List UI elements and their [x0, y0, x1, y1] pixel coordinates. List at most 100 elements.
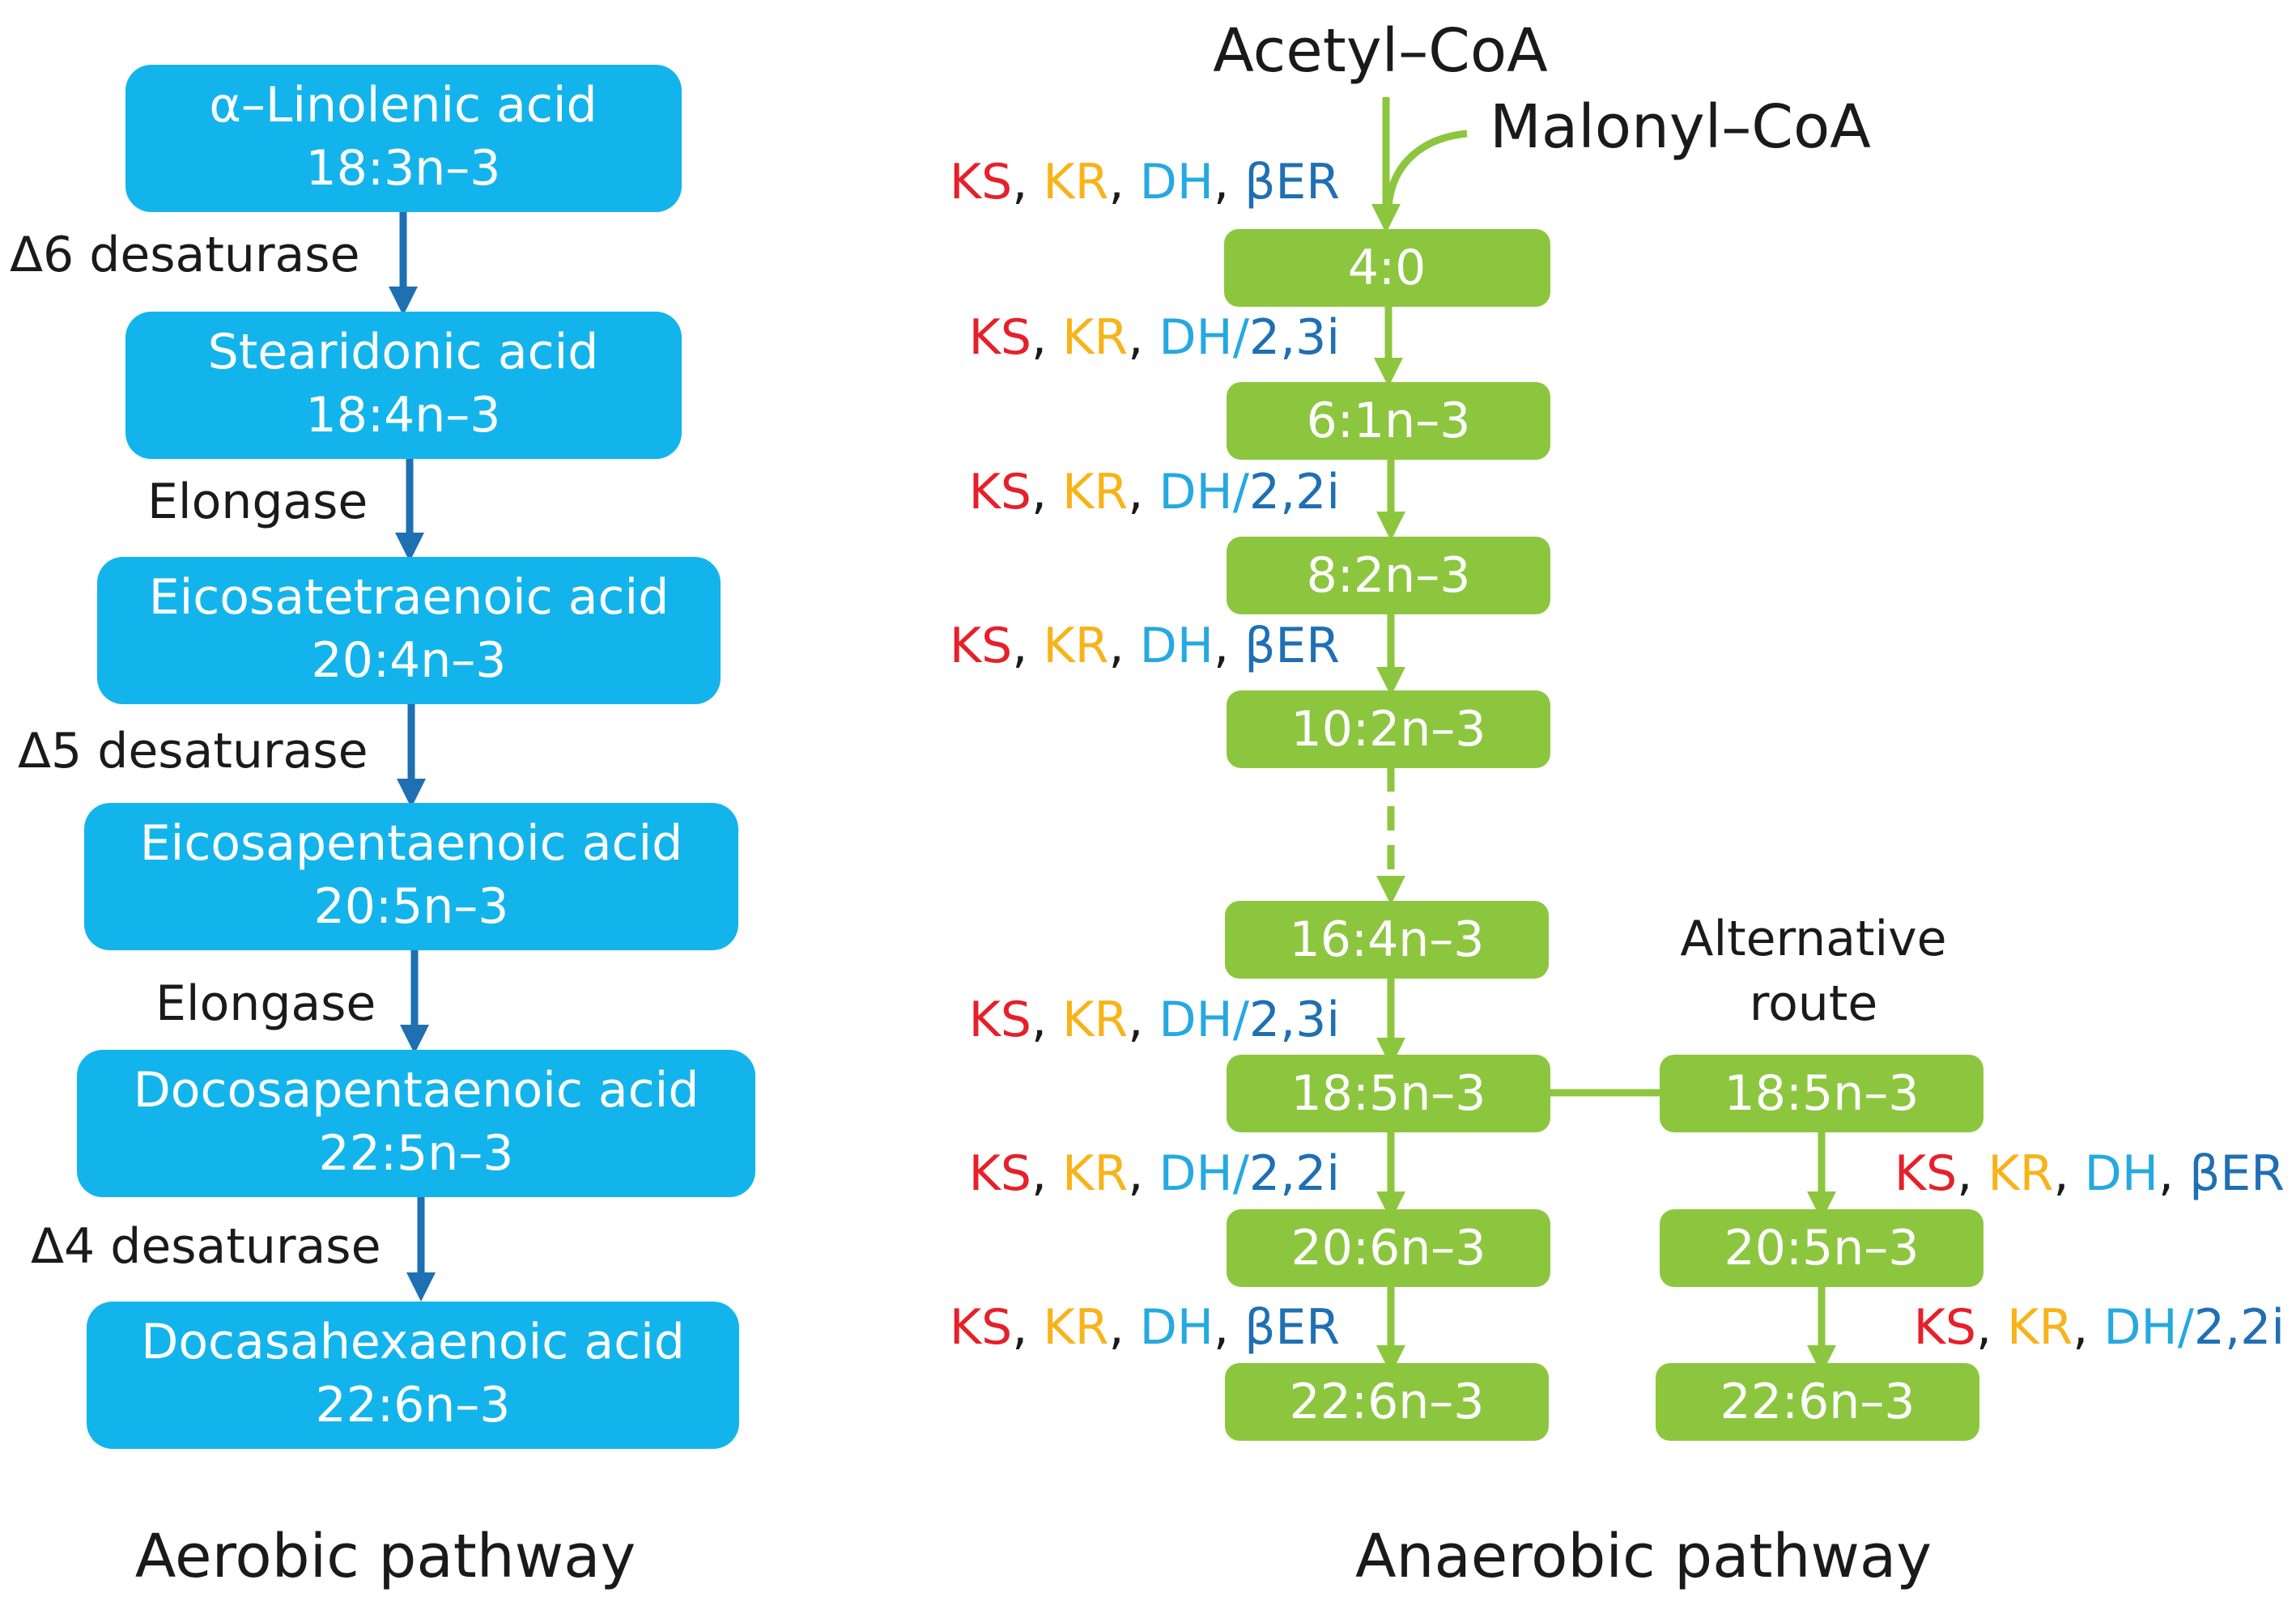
alt-enzyme-label-1: KS, KR, DH, βER	[1894, 1145, 2285, 1202]
enzyme-sep: ,	[1128, 309, 1159, 366]
enzyme-ks: KS	[950, 618, 1012, 674]
aerobic-box-3-name: Eicosatetraenoic acid	[149, 569, 670, 626]
aerobic-box-5: Docosapentaenoic acid 22:5n–3	[77, 1050, 755, 1197]
anaerobic-start-label: Acetyl–CoA	[1213, 16, 1548, 86]
enzyme-kr: KR	[1062, 309, 1128, 366]
alt-enzyme-label-2: KS, KR, DH/2,2i	[1914, 1299, 2285, 1356]
aerobic-box-3-code: 20:4n–3	[312, 632, 507, 689]
aerobic-title: Aerobic pathway	[135, 1522, 636, 1591]
aerobic-box-3: Eicosatetraenoic acid 20:4n–3	[97, 557, 721, 704]
enzyme-ks: KS	[950, 154, 1012, 210]
anaerobic-box-4-label: 10:2n–3	[1291, 701, 1486, 758]
anaerobic-box-3-label: 8:2n–3	[1307, 547, 1471, 604]
enzyme-slash: /	[1233, 309, 1250, 366]
aerobic-box-1-code: 18:3n–3	[306, 140, 501, 197]
enzyme-sep: ,	[2053, 1145, 2084, 1202]
enzyme-kr: KR	[1062, 1145, 1128, 1202]
anaerobic-box-4: 10:2n–3	[1227, 690, 1550, 768]
aerobic-box-6-code: 22:6n–3	[316, 1377, 511, 1433]
enzyme-sep: ,	[1108, 154, 1139, 210]
enzyme-kr: KR	[2007, 1299, 2073, 1356]
enzyme-slash: /	[1233, 992, 1250, 1048]
anaerobic-box-2: 6:1n–3	[1227, 382, 1550, 460]
anaerobic-box-3: 8:2n–3	[1227, 537, 1550, 614]
aerobic-pathway: α–Linolenic acid 18:3n–3 Stearidonic aci…	[10, 65, 755, 1591]
anaerobic-box-8-label: 22:6n–3	[1290, 1374, 1485, 1430]
enzyme-ks: KS	[1894, 1145, 1957, 1202]
aerobic-step-2: Elongase	[147, 474, 368, 530]
enzyme-slash: /	[1233, 1145, 1250, 1202]
enzyme-sep: ,	[1108, 618, 1139, 674]
aerobic-box-4: Eicosapentaenoic acid 20:5n–3	[84, 803, 738, 950]
enzyme-label-4: KS, KR, DH, βER	[950, 618, 1340, 674]
anaerobic-box-1: 4:0	[1224, 229, 1550, 307]
enzyme-sep: ,	[1012, 618, 1043, 674]
aerobic-box-6: Docasahexaenoic acid 22:6n–3	[87, 1302, 739, 1449]
aerobic-box-2-code: 18:4n–3	[306, 387, 501, 444]
anaerobic-box-1-label: 4:0	[1348, 240, 1426, 296]
enzyme-dh: DH	[2085, 1145, 2158, 1202]
enzyme-sep: ,	[1012, 1299, 1043, 1356]
enzyme-label-2: KS, KR, DH/2,3i	[969, 309, 1340, 366]
aerobic-box-1: α–Linolenic acid 18:3n–3	[125, 65, 682, 212]
enzyme-ks: KS	[950, 1299, 1012, 1356]
aerobic-box-2-name: Stearidonic acid	[208, 324, 599, 380]
anaerobic-box-7-label: 20:6n–3	[1291, 1220, 1486, 1276]
anaerobic-box-5-label: 16:4n–3	[1290, 911, 1485, 968]
aerobic-step-1: Δ6 desaturase	[10, 227, 359, 283]
enzyme-sep: ,	[2073, 1299, 2103, 1356]
enzyme-kr: KR	[1988, 1145, 2053, 1202]
enzyme-sep: ,	[1128, 1145, 1159, 1202]
enzyme-kr: KR	[1043, 1299, 1108, 1356]
alt-box-2-label: 20:5n–3	[1724, 1220, 1920, 1276]
alt-box-2: 20:5n–3	[1660, 1209, 1983, 1287]
enzyme-2-2i: 2,2i	[1249, 1145, 1340, 1202]
enzyme-ks: KS	[969, 1145, 1031, 1202]
enzyme-sep: ,	[1214, 154, 1244, 210]
anaerobic-box-7: 20:6n–3	[1227, 1209, 1550, 1287]
enzyme-ks: KS	[1914, 1299, 1976, 1356]
enzyme-sep: ,	[1012, 154, 1043, 210]
aerobic-box-2: Stearidonic acid 18:4n–3	[125, 312, 682, 459]
enzyme-sep: ,	[1214, 618, 1244, 674]
enzyme-ks: KS	[969, 464, 1031, 520]
aerobic-box-5-name: Docosapentaenoic acid	[134, 1062, 699, 1119]
anaerobic-extender-label: Malonyl–CoA	[1490, 92, 1871, 162]
enzyme-sep: ,	[1976, 1299, 2007, 1356]
alt-box-1-label: 18:5n–3	[1724, 1065, 1920, 1122]
anaerobic-malonyl-arrow	[1384, 130, 1468, 210]
enzyme-2-2i: 2,2i	[2194, 1299, 2285, 1356]
aerobic-box-1-name: α–Linolenic acid	[209, 77, 597, 134]
anaerobic-box-6-label: 18:5n–3	[1291, 1065, 1486, 1122]
alt-box-3-label: 22:6n–3	[1720, 1374, 1915, 1430]
anaerobic-box-5: 16:4n–3	[1225, 901, 1549, 979]
enzyme-kr: KR	[1062, 464, 1128, 520]
anaerobic-title: Anaerobic pathway	[1355, 1522, 1932, 1591]
enzyme-ks: KS	[969, 309, 1031, 366]
aerobic-box-4-name: Eicosapentaenoic acid	[140, 815, 683, 872]
enzyme-slash: /	[1233, 464, 1250, 520]
enzyme-dh: DH	[2103, 1299, 2177, 1356]
enzyme-ber: βER	[2189, 1145, 2285, 1202]
enzyme-2-3i: 2,3i	[1249, 992, 1340, 1048]
enzyme-sep: ,	[1031, 992, 1062, 1048]
enzyme-sep: ,	[1957, 1145, 1988, 1202]
anaerobic-box-2-label: 6:1n–3	[1307, 393, 1471, 449]
enzyme-dh: DH	[1159, 309, 1232, 366]
enzyme-sep: ,	[1214, 1299, 1244, 1356]
enzyme-label-3: KS, KR, DH/2,2i	[969, 464, 1340, 520]
enzyme-label-1: KS, KR, DH, βER	[950, 154, 1340, 210]
enzyme-sep: ,	[1031, 464, 1062, 520]
enzyme-dh: DH	[1140, 618, 1214, 674]
enzyme-label-6: KS, KR, DH/2,2i	[969, 1145, 1340, 1202]
enzyme-sep: ,	[1128, 464, 1159, 520]
anaerobic-pathway: Acetyl–CoA Malonyl–CoA 4:0 6:1n–3 8:2n–3	[950, 16, 2285, 1591]
enzyme-2-2i: 2,2i	[1249, 464, 1340, 520]
anaerobic-box-6: 18:5n–3	[1227, 1055, 1550, 1132]
aerobic-box-6-name: Docasahexaenoic acid	[141, 1314, 685, 1370]
alt-box-3: 22:6n–3	[1656, 1363, 1979, 1441]
enzyme-dh: DH	[1140, 154, 1214, 210]
enzyme-sep: ,	[1128, 992, 1159, 1048]
aerobic-step-3: Δ5 desaturase	[18, 723, 368, 779]
enzyme-dh: DH	[1159, 992, 1232, 1048]
